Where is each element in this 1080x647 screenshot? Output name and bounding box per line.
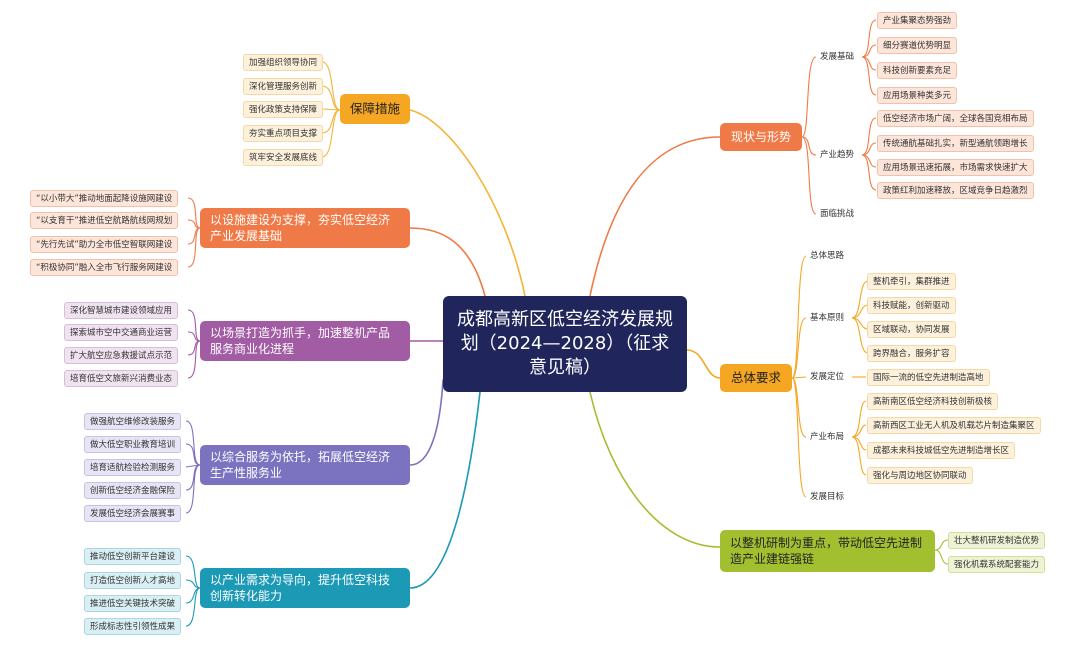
facility-item[interactable]: “先行先试”助力全市低空智联网建设 [30, 236, 179, 253]
manufacture-item[interactable]: 强化机载系统配套能力 [948, 556, 1046, 573]
layout-item[interactable]: 高新南区低空经济科技创新极核 [867, 393, 999, 410]
innovation-item[interactable]: 推进低空关键技术突破 [84, 595, 182, 612]
development-basis-item[interactable]: 应用场景种类多元 [877, 87, 958, 104]
branch-innovation[interactable]: 以产业需求为导向，提升低空科技创新转化能力 [200, 568, 410, 608]
general-principles[interactable]: 基本原则 [810, 313, 845, 323]
service-item[interactable]: 发展低空经济会展赛事 [84, 505, 182, 522]
layout-item[interactable]: 高新西区工业无人机及机载芯片制造集聚区 [867, 417, 1041, 434]
positioning-item[interactable]: 国际一流的低空先进制造高地 [867, 369, 990, 386]
branch-status[interactable]: 现状与形势 [720, 123, 802, 151]
scenario-item[interactable]: 深化智慧城市建设领域应用 [64, 302, 179, 319]
branch-facility[interactable]: 以设施建设为支撑，夯实低空经济产业发展基础 [200, 208, 410, 248]
layout-item[interactable]: 强化与周边地区协同联动 [867, 467, 973, 484]
safeguard-item[interactable]: 夯实重点项目支撑 [243, 125, 324, 142]
status-challenges[interactable]: 面临挑战 [820, 209, 855, 219]
principle-item[interactable]: 区域联动，协同发展 [867, 321, 956, 338]
branch-manufacture[interactable]: 以整机研制为重点，带动低空先进制造产业建链强链 [720, 530, 935, 572]
general-overall-idea[interactable]: 总体思路 [810, 251, 845, 261]
manufacture-item[interactable]: 壮大整机研发制造优势 [948, 532, 1046, 549]
branch-safeguard[interactable]: 保障措施 [340, 94, 410, 124]
safeguard-item[interactable]: 深化管理服务创新 [243, 78, 324, 95]
industry-trend-item[interactable]: 传统通航基础扎实，新型通航领跑增长 [877, 135, 1034, 152]
development-basis-item[interactable]: 产业集聚态势强劲 [877, 12, 958, 29]
facility-item[interactable]: “以支育干”推进低空航路航线网规划 [30, 212, 179, 229]
development-basis-item[interactable]: 科技创新要素充足 [877, 62, 958, 79]
scenario-item[interactable]: 扩大航空应急救援试点示范 [64, 347, 179, 364]
service-item[interactable]: 创新低空经济金融保险 [84, 482, 182, 499]
principle-item[interactable]: 整机牵引，集群推进 [867, 273, 956, 290]
development-basis-item[interactable]: 细分赛道优势明显 [877, 37, 958, 54]
industry-trend-item[interactable]: 低空经济市场广阔，全球各国竞相布局 [877, 110, 1034, 127]
service-item[interactable]: 做强航空维修改装服务 [84, 413, 182, 430]
service-item[interactable]: 做大低空职业教育培训 [84, 436, 182, 453]
safeguard-item[interactable]: 强化政策支持保障 [243, 101, 324, 118]
central-topic[interactable]: 成都高新区低空经济发展规划（2024—2028）（征求意见稿） [443, 296, 687, 392]
layout-item[interactable]: 成都未来科技城低空先进制造增长区 [867, 442, 1016, 459]
industry-trend-item[interactable]: 应用场景迅速拓展，市场需求快速扩大 [877, 159, 1034, 176]
industry-trend-item[interactable]: 政策红利加速释放，区域竞争日趋激烈 [877, 182, 1034, 199]
branch-general[interactable]: 总体要求 [720, 364, 792, 392]
general-layout[interactable]: 产业布局 [810, 432, 845, 442]
safeguard-item[interactable]: 筑牢安全发展底线 [243, 149, 324, 166]
branch-service[interactable]: 以综合服务为依托，拓展低空经济生产性服务业 [200, 445, 410, 485]
status-industry-trend[interactable]: 产业趋势 [820, 150, 855, 160]
facility-item[interactable]: “积极协同”融入全市飞行服务网建设 [30, 259, 179, 276]
branch-scenario[interactable]: 以场景打造为抓手，加速整机产品服务商业化进程 [200, 321, 410, 361]
safeguard-item[interactable]: 加强组织领导协同 [243, 54, 324, 71]
principle-item[interactable]: 科技赋能，创新驱动 [867, 297, 956, 314]
general-positioning[interactable]: 发展定位 [810, 372, 845, 382]
innovation-item[interactable]: 推动低空创新平台建设 [84, 548, 182, 565]
innovation-item[interactable]: 打造低空创新人才高地 [84, 572, 182, 589]
principle-item[interactable]: 跨界融合，服务扩容 [867, 345, 956, 362]
innovation-item[interactable]: 形成标志性引领性成果 [84, 618, 182, 635]
scenario-item[interactable]: 培育低空文旅新兴消费业态 [64, 370, 179, 387]
status-development-basis[interactable]: 发展基础 [820, 52, 855, 62]
service-item[interactable]: 培育适航检验检测服务 [84, 459, 182, 476]
scenario-item[interactable]: 探索城市空中交通商业运营 [64, 324, 179, 341]
facility-item[interactable]: “以小带大”推动地面起降设施网建设 [30, 190, 179, 207]
general-goals[interactable]: 发展目标 [810, 492, 845, 502]
